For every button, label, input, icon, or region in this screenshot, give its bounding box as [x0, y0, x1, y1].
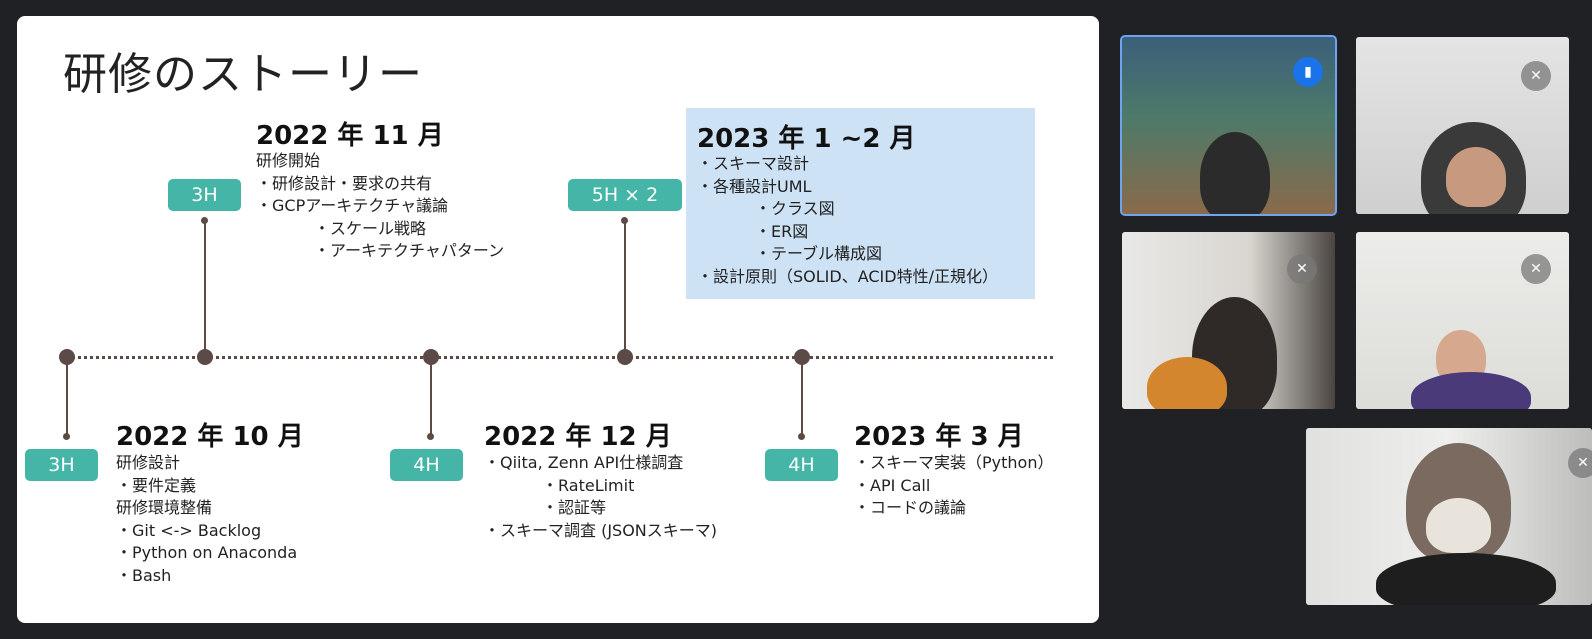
detail-line: ・アーキテクチャパターン [314, 241, 505, 260]
details-2023-01: ・スキーマ設計 ・各種設計UML ・クラス図 ・ER図 ・テーブル構成図 ・設計… [697, 153, 998, 288]
mic-muted-icon[interactable]: ✕ [1521, 61, 1551, 91]
heading-2023-03: 2023 年 3 月 [854, 422, 1024, 452]
detail-line: ・ER図 [755, 221, 809, 241]
timeline-dot-2022-12 [423, 349, 439, 365]
mic-muted-icon[interactable]: ✕ [1568, 448, 1592, 478]
participant-mask [1426, 498, 1491, 553]
timeline-stem-2023-03 [801, 364, 803, 436]
detail-line: ・Git <-> Backlog [116, 520, 262, 540]
timeline-dot-2023-01 [617, 349, 633, 365]
detail-line: ・コードの議論 [854, 498, 967, 517]
hours-badge-2022-10: 3H [25, 449, 98, 481]
detail-line: ・API Call [854, 475, 931, 495]
details-2022-11: 研修開始 ・研修設計・要求の共有 ・GCPアーキテクチャ議論 ・スケール戦略 ・… [256, 150, 504, 263]
timeline-line [67, 356, 1053, 359]
heading-2022-12: 2022 年 12 月 [484, 422, 672, 452]
timeline-stem-end [427, 433, 434, 440]
timeline-stem-2023-01 [624, 220, 626, 350]
mic-muted-icon[interactable]: ✕ [1287, 254, 1317, 284]
hours-badge-2023-03: 4H [765, 449, 838, 481]
timeline-stem-2022-11 [204, 220, 206, 350]
detail-line: 研修設計 [116, 453, 181, 472]
participant-tile-4[interactable]: ✕ [1356, 232, 1569, 409]
presentation-slide: 研修のストーリー 3H 2022 年 10 月 研修設計 ・要件定義 研修環境整… [17, 16, 1099, 623]
heading-2022-11: 2022 年 11 月 [256, 121, 444, 151]
timeline-stem-end [621, 217, 628, 224]
mic-muted-icon[interactable]: ✕ [1521, 254, 1551, 284]
detail-line: ・要件定義 [116, 475, 197, 495]
detail-line: ・各種設計UML [697, 176, 812, 196]
participant-shirt [1411, 372, 1531, 409]
detail-line: ・スキーマ設計 [697, 154, 810, 173]
timeline-stem-end [63, 433, 70, 440]
participant-tile-2[interactable]: ✕ [1356, 37, 1569, 214]
hours-badge-2022-12: 4H [390, 449, 463, 481]
timeline-stem-end [201, 217, 208, 224]
details-2022-12: ・Qiita, Zenn API仕様調査 ・RateLimit ・認証等 ・スキ… [484, 452, 717, 542]
detail-line: 研修環境整備 [116, 498, 213, 517]
participant-face [1446, 147, 1506, 207]
detail-line: ・Bash [116, 565, 172, 585]
heading-2022-10: 2022 年 10 月 [116, 422, 304, 452]
hours-badge-2022-11: 3H [168, 179, 241, 211]
participant-tile-5[interactable]: ✕ [1306, 428, 1592, 605]
participant-silhouette [1200, 132, 1270, 214]
timeline-stem-end [798, 433, 805, 440]
detail-line: ・スケール戦略 [314, 218, 427, 238]
timeline-stem-2022-10 [66, 364, 68, 436]
timeline-dot-2023-03 [794, 349, 810, 365]
detail-line: ・RateLimit [542, 475, 635, 495]
detail-line: ・テーブル構成図 [755, 244, 883, 263]
participant-tile-3[interactable]: ✕ [1122, 232, 1335, 409]
slide-title: 研修のストーリー [63, 49, 423, 100]
detail-line: ・設計原則（SOLID、ACID特性/正規化） [697, 266, 998, 286]
detail-line: ・研修設計・要求の共有 [256, 173, 433, 193]
detail-line: ・スキーマ調査 (JSONスキーマ) [484, 520, 718, 540]
participant-shirt [1147, 357, 1227, 409]
timeline-stem-2022-12 [430, 364, 432, 436]
detail-line: ・GCPアーキテクチャ議論 [256, 196, 449, 215]
participant-tile-1[interactable]: ▮ [1120, 35, 1337, 216]
highlight-box [686, 108, 1035, 299]
details-2023-03: ・スキーマ実装（Python） ・API Call ・コードの議論 [854, 452, 1053, 520]
detail-line: ・Qiita, Zenn API仕様調査 [484, 453, 684, 472]
details-2022-10: 研修設計 ・要件定義 研修環境整備 ・Git <-> Backlog ・Pyth… [116, 452, 297, 587]
detail-line: 研修開始 [256, 151, 321, 170]
timeline-dot-2022-11 [197, 349, 213, 365]
heading-2023-01: 2023 年 1 ~2 月 [697, 124, 916, 154]
timeline-dot-2022-10 [59, 349, 75, 365]
detail-line: ・認証等 [542, 498, 607, 517]
participant-shirt [1376, 553, 1556, 605]
detail-line: ・スキーマ実装（Python） [854, 453, 1054, 472]
detail-line: ・Python on Anaconda [116, 543, 298, 562]
detail-line: ・クラス図 [755, 199, 835, 218]
mic-active-icon[interactable]: ▮ [1293, 57, 1323, 87]
hours-badge-2023-01: 5H × 2 [568, 179, 682, 211]
